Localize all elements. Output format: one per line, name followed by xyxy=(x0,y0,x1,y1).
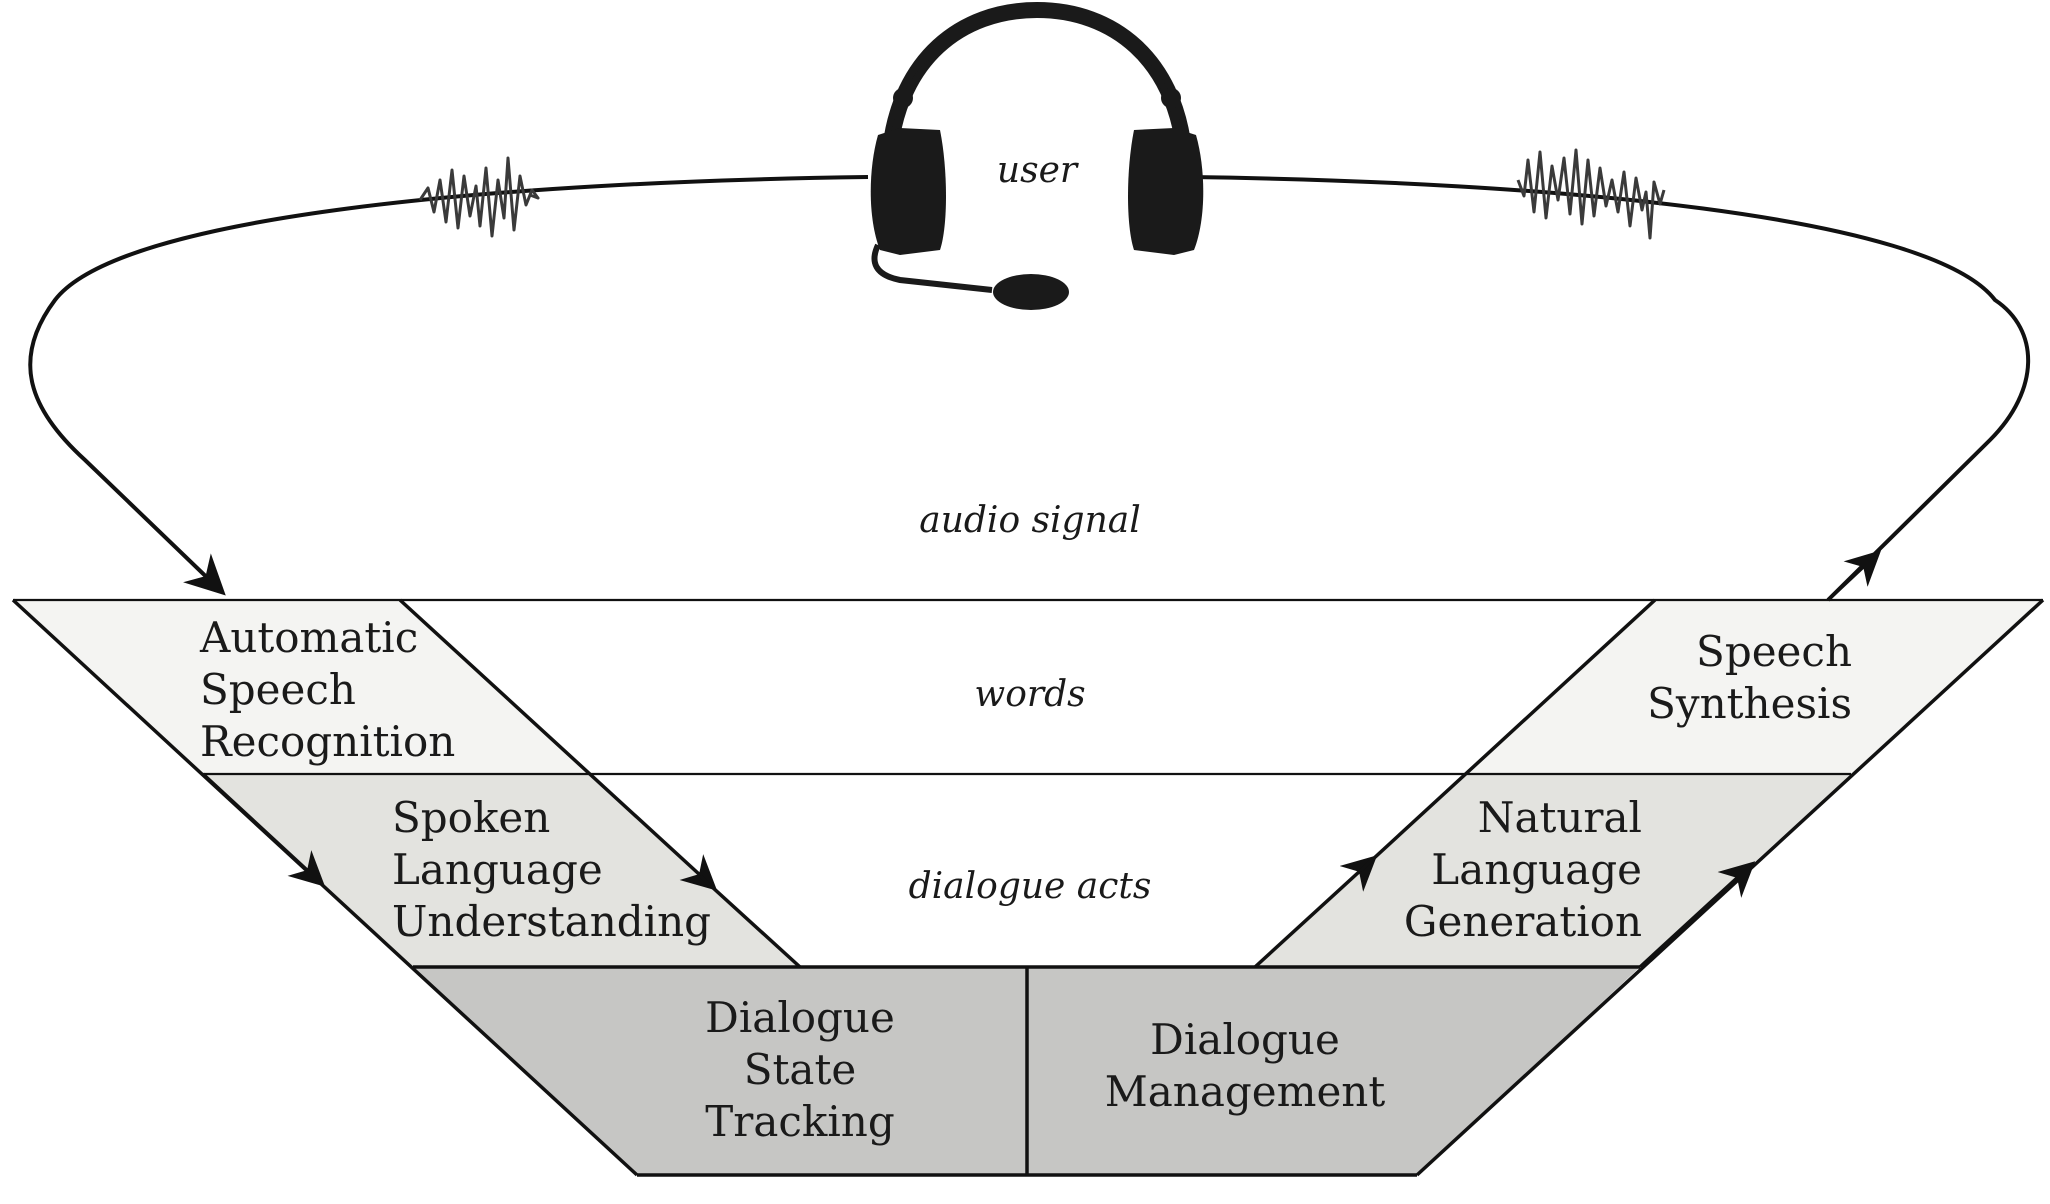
slu-region xyxy=(203,774,800,967)
dst-label-line-1: Dialogue xyxy=(705,993,895,1042)
slu-label-line-3: Understanding xyxy=(392,897,711,946)
asr-to-slu-arrow xyxy=(201,772,326,887)
ss-label-line-2: Synthesis xyxy=(1647,679,1852,728)
ss-output-arrow xyxy=(1826,550,1882,602)
dm-label: Dialogue Management xyxy=(1105,1015,1386,1116)
nlg-label-line-3: Generation xyxy=(1404,897,1642,946)
nlg-label-line-2: Language xyxy=(1431,845,1642,894)
dst-label-line-2: State xyxy=(744,1045,856,1094)
dst-label-line-3: Tracking xyxy=(705,1097,894,1146)
user-label: user xyxy=(997,150,1079,191)
slu-label: Spoken Language Understanding xyxy=(392,793,711,946)
ss-label-line-1: Speech xyxy=(1696,627,1852,676)
asr-words-to-dst-arrow xyxy=(398,598,718,891)
nlg-label-line-1: Natural xyxy=(1478,793,1642,842)
nlg-label: Natural Language Generation xyxy=(1404,793,1642,946)
dm-to-ss-arrow xyxy=(1638,861,1756,969)
dialogue-acts-label: dialogue acts xyxy=(909,866,1152,907)
asr-label: Automatic Speech Recognition xyxy=(199,613,455,766)
headset-icon xyxy=(870,1,1204,310)
audio-signal-label: audio signal xyxy=(919,500,1141,541)
slu-label-line-1: Spoken xyxy=(392,793,550,842)
trapezoid-outline xyxy=(11,598,2045,1177)
nlg-words-to-ss-segment xyxy=(1358,598,1657,873)
asr-label-line-2: Speech xyxy=(200,665,356,714)
asr-label-line-3: Recognition xyxy=(200,717,455,766)
dst-region xyxy=(413,967,1027,1175)
flow-arrows xyxy=(201,598,1756,969)
words-label: words xyxy=(974,674,1085,715)
loop-user-to-asr xyxy=(28,175,869,596)
dst-label: Dialogue State Tracking xyxy=(705,993,895,1146)
waveform-left-icon xyxy=(418,156,540,238)
loop-ss-to-user xyxy=(1189,175,2031,602)
dm-region xyxy=(1027,967,1640,1175)
ss-label: Speech Synthesis xyxy=(1647,627,1852,728)
waveform-right-icon xyxy=(1516,148,1666,240)
nlg-region xyxy=(1255,774,1851,967)
dm-label-line-2: Management xyxy=(1105,1067,1386,1116)
asr-words-to-dst-segment xyxy=(698,874,802,969)
dm-label-line-1: Dialogue xyxy=(1150,1015,1340,1064)
dm-to-nlg-arrow xyxy=(1253,855,1378,969)
asr-label-line-1: Automatic xyxy=(199,613,418,662)
slu-label-line-2: Language xyxy=(392,845,603,894)
